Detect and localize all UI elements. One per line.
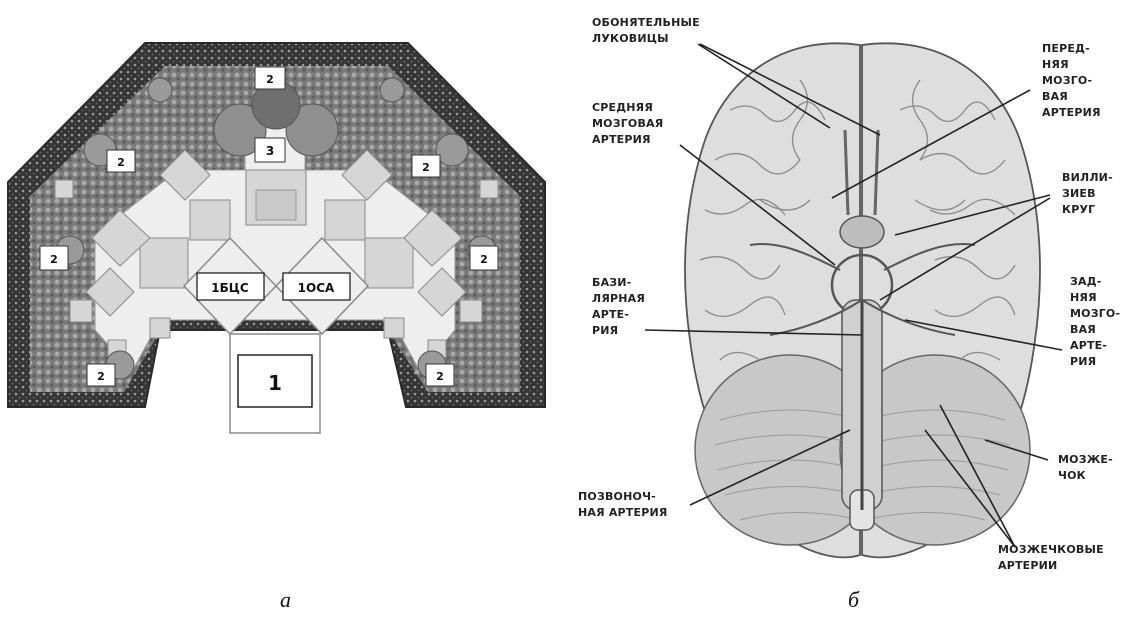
label-level2-upper-left: 2 bbox=[117, 156, 125, 169]
label-olfactory-bulbs: ОБОНЯТЕЛЬНЫЕ ЛУКОВИЦЫ bbox=[592, 16, 704, 45]
label-root: 1 bbox=[268, 371, 282, 395]
label-level2-mid-right: 2 bbox=[480, 253, 488, 266]
label-willis-circle: ВИЛЛИ- ЗИЕВ КРУГ bbox=[1062, 171, 1117, 216]
label-level2-mid-left: 2 bbox=[50, 253, 58, 266]
label-level2-upper-right: 2 bbox=[422, 161, 430, 174]
label-posterior-cerebral-artery: ЗАД- НЯЯ МОЗГО- ВАЯ АРТЕ- РИЯ bbox=[1070, 275, 1124, 368]
fractal-tree-diagram: 1 1БЦС 1ОСА 2 3 2 2 2 2 2 2 bbox=[8, 43, 545, 433]
caption-b: б bbox=[848, 587, 859, 613]
label-right-branch: 1ОСА bbox=[298, 281, 335, 295]
label-cerebellar-arteries: МОЗЖЕЧКОВЫЕ АРТЕРИИ bbox=[998, 543, 1108, 572]
brain-illustration: ОБОНЯТЕЛЬНЫЕ ЛУКОВИЦЫ СРЕДНЯЯ МОЗГОВАЯ А… bbox=[578, 16, 1124, 572]
caption-a: а bbox=[280, 587, 291, 613]
label-middle-cerebral-artery: СРЕДНЯЯ МОЗГОВАЯ АРТЕРИЯ bbox=[592, 101, 667, 146]
label-level2-bottom-right: 2 bbox=[436, 370, 444, 383]
label-cerebellum: МОЗЖЕ- ЧОК bbox=[1058, 453, 1117, 482]
label-anterior-cerebral-artery: ПЕРЕД- НЯЯ МОЗГО- ВАЯ АРТЕРИЯ bbox=[1042, 42, 1101, 119]
label-level2-top: 2 bbox=[266, 73, 274, 86]
label-vertebral-artery: ПОЗВОНОЧ- НАЯ АРТЕРИЯ bbox=[578, 490, 668, 519]
label-left-branch: 1БЦС bbox=[211, 281, 249, 295]
label-level3: 3 bbox=[266, 144, 274, 158]
label-level2-bottom-left: 2 bbox=[97, 370, 105, 383]
label-basilar-artery: БАЗИ- ЛЯРНАЯ АРТЕ- РИЯ bbox=[592, 276, 649, 337]
